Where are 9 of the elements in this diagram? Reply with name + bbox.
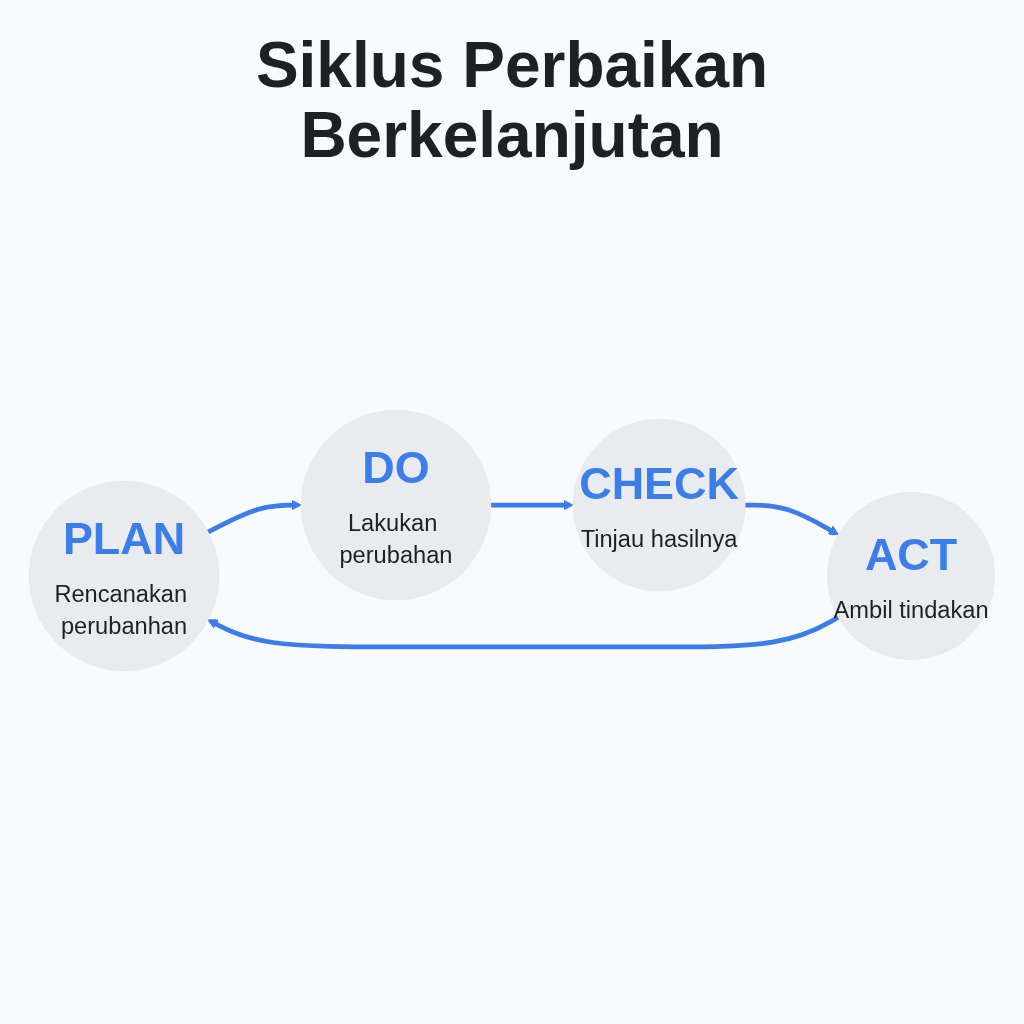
arrow [490,500,574,511]
title: Siklus Perbaikan Berkelanjutan [254,30,770,171]
node-circle: PLAN Rencanakan perubanhan [28,481,220,672]
node-circle: ACT Ambil tindakan [827,492,996,661]
arrow [744,502,839,536]
node-circle: CHECK Tinjau hasilnya [572,418,746,592]
arrow [206,500,302,535]
arrow [207,615,840,650]
node-circle: DO Lakukan perubahan [300,410,492,601]
